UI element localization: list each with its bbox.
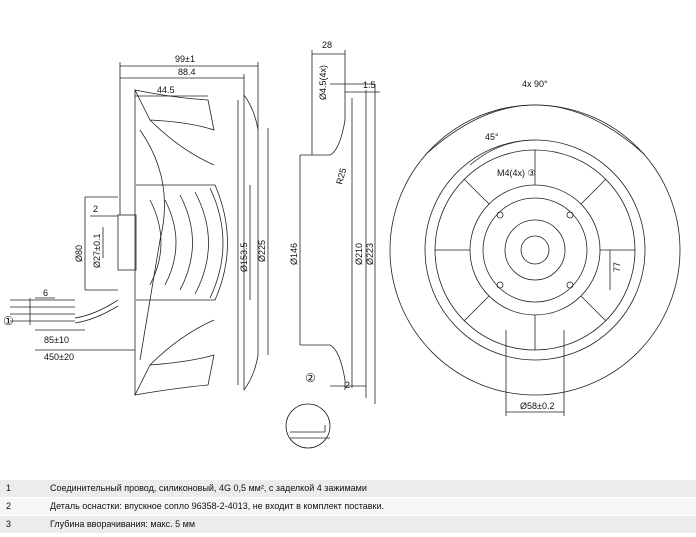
dim-lead-450: 450±20 [44, 352, 74, 362]
note-number: 3 [6, 519, 12, 529]
note-number: 2 [6, 501, 12, 511]
dim-77: 77 [612, 262, 622, 272]
note-text: Глубина вворачивания: макс. 5 мм [50, 519, 196, 529]
technical-drawing: 99±1 88.4 44.5 2 Ø80 Ø27±0.1 Ø153.5 Ø225… [3, 40, 681, 449]
dim-m4: M4(4x) ③ [497, 168, 536, 178]
dim-small-2: 2 [93, 204, 98, 214]
dim-d58: Ø58±0.2 [520, 401, 554, 411]
front-view [389, 104, 681, 416]
dim-angle-4x90: 4x 90° [522, 79, 548, 89]
dim-d28: 28 [322, 40, 332, 50]
dim-t15: 1.5 [363, 80, 376, 90]
dim-d225: Ø225 [257, 240, 267, 262]
dim-lead-6: 6 [43, 288, 48, 298]
dim-d153: Ø153.5 [239, 242, 249, 272]
note-text: Соединительный провод, силиконовый, 4G 0… [50, 483, 367, 493]
notes-table: 1 Соединительный провод, силиконовый, 4G… [0, 480, 696, 537]
dim-d223: Ø223 [365, 243, 375, 265]
dim-width-3: 44.5 [157, 85, 175, 95]
dim-width-2: 88.4 [178, 67, 196, 77]
note-row-1: 1 Соединительный провод, силиконовый, 4G… [0, 480, 696, 497]
dim-nozzle-small-2: 2 [345, 380, 350, 390]
note-row-3: 3 Глубина вворачивания: макс. 5 мм [0, 516, 696, 533]
callout-1: ① [3, 314, 14, 328]
dim-lead-85: 85±10 [44, 335, 69, 345]
note-row-2: 2 Деталь оснастки: впускное сопло 96358-… [0, 498, 696, 515]
dim-d80: Ø80 [74, 245, 84, 262]
dim-d146: Ø146 [289, 243, 299, 265]
side-view [10, 62, 269, 396]
dim-d27: Ø27±0.1 [92, 234, 102, 268]
callout-2: ② [305, 371, 316, 385]
note-number: 1 [6, 483, 12, 493]
dim-d45: Ø4.5(4x) [318, 65, 328, 100]
note-text: Деталь оснастки: впускное сопло 96358-2-… [50, 501, 385, 511]
dim-overall-width: 99±1 [175, 54, 195, 64]
dim-angle-45: 45° [485, 132, 499, 142]
nozzle-view [285, 50, 380, 449]
dim-r25: R25 [334, 167, 348, 186]
dim-d210: Ø210 [354, 243, 364, 265]
